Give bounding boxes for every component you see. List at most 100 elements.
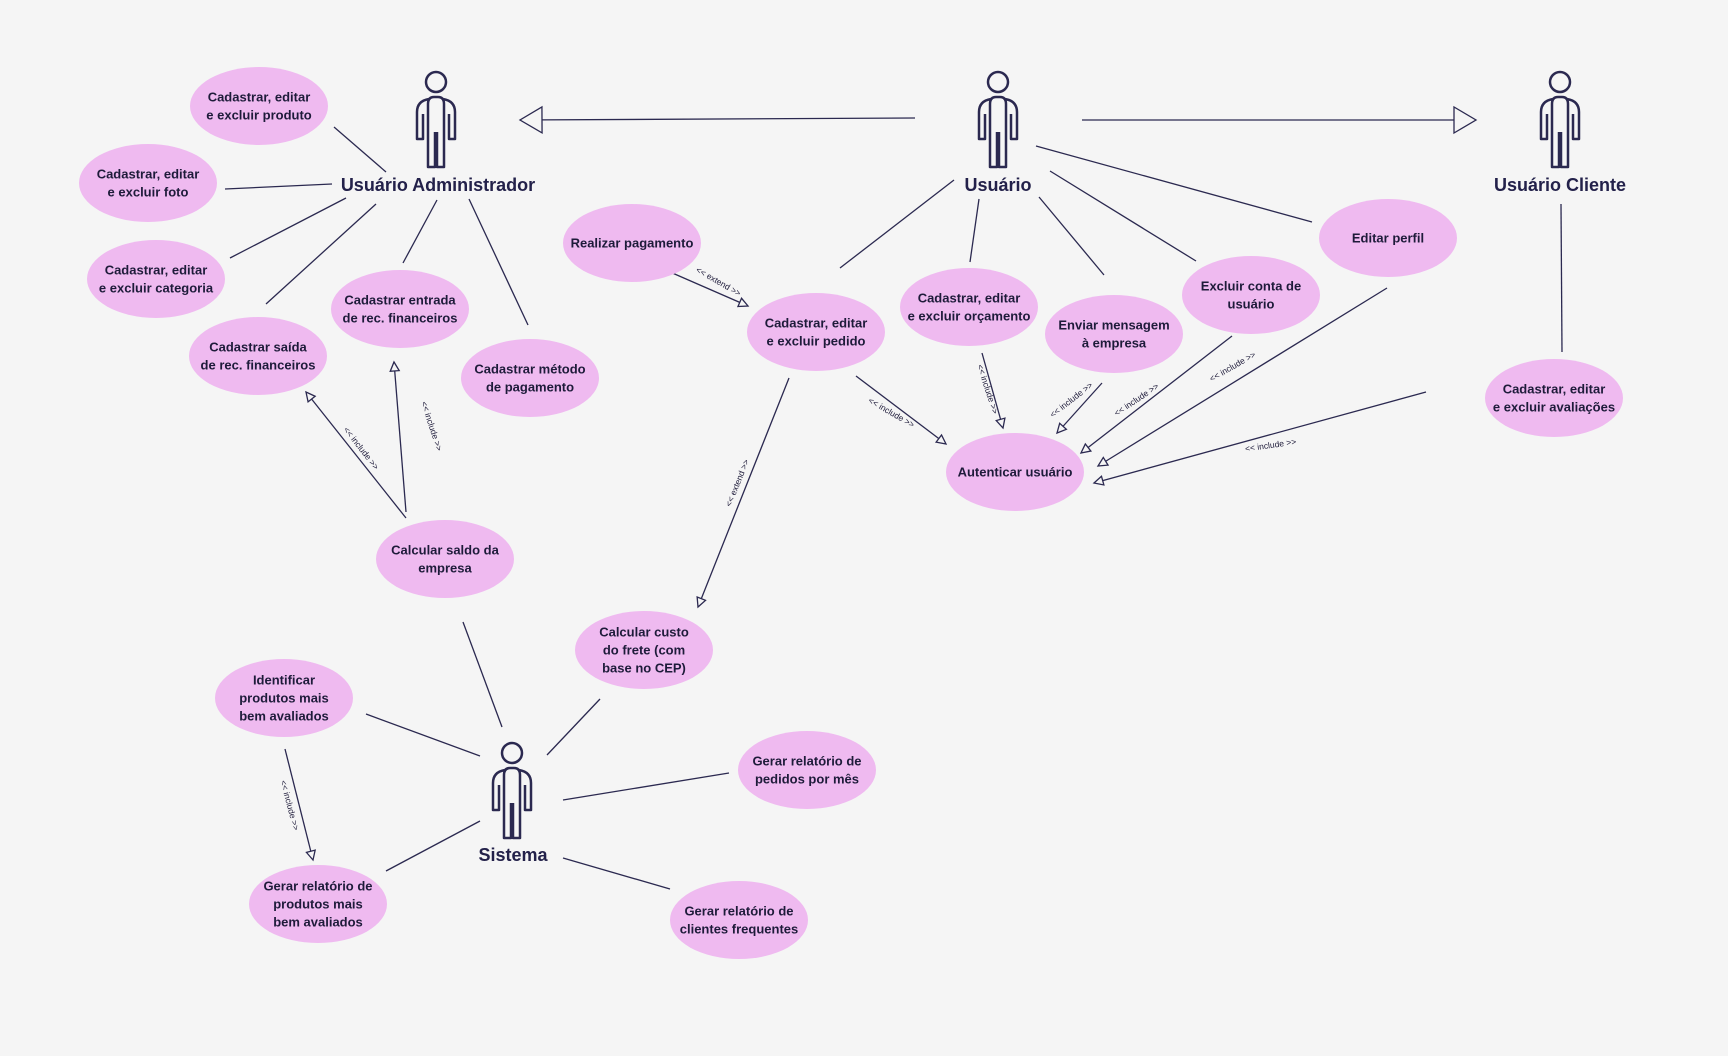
association-line (468, 198, 529, 326)
use-case-categoria[interactable]: Cadastrar, editar e excluir categoria (87, 240, 225, 318)
use-case-label: Enviar mensagem (1058, 318, 1169, 333)
use-case-ellipse (575, 611, 713, 689)
association-line (1049, 170, 1197, 262)
actor-admin[interactable]: Usuário Administrador (341, 70, 535, 195)
use-case-label: à empresa (1082, 336, 1147, 351)
use-case-label: Identificar (253, 673, 315, 688)
association-line (365, 713, 481, 757)
use-case-label: e excluir produto (206, 108, 312, 123)
use-case-perfil[interactable]: Editar perfil (1319, 199, 1457, 277)
use-case-label: produtos mais (273, 897, 363, 912)
association-line (1035, 145, 1313, 223)
use-case-pagamento[interactable]: Realizar pagamento (563, 204, 701, 282)
use-case-ellipse (1045, 295, 1183, 373)
include-label: << include >> (342, 425, 382, 472)
include-label: << include >> (975, 363, 1000, 415)
arrowhead-icon (1079, 442, 1093, 454)
dependency-line (1056, 382, 1103, 434)
association-line (265, 203, 377, 305)
association-line (562, 772, 730, 801)
use-case-relprodutos[interactable]: Gerar relatório de produtos mais bem avali… (249, 865, 387, 943)
actor-system[interactable]: Sistema (478, 741, 549, 865)
use-case-ellipse (461, 339, 599, 417)
association-line (1038, 196, 1105, 276)
use-case-label: base no CEP) (602, 661, 686, 676)
use-case-label: de pagamento (486, 380, 574, 395)
use-case-label: Cadastrar, editar (105, 263, 208, 278)
person-icon (977, 70, 1019, 169)
use-case-label: Cadastrar, editar (208, 90, 311, 105)
dependency-line (1097, 287, 1388, 467)
dependency-line (305, 391, 407, 519)
arrowhead-icon (934, 433, 948, 445)
use-case-ellipse (1485, 359, 1623, 437)
use-case-label: Gerar relatório de (752, 754, 861, 769)
use-case-label: de rec. financeiros (343, 311, 458, 326)
use-case-label: Cadastrar saída (209, 340, 307, 355)
use-case-label: de rec. financeiros (201, 358, 316, 373)
use-case-ellipse (189, 317, 327, 395)
use-case-ellipse (215, 659, 353, 737)
use-case-mensagem[interactable]: Enviar mensagem à empresa (1045, 295, 1183, 373)
use-case-metodo[interactable]: Cadastrar método de pagamento (461, 339, 599, 417)
actors: Usuário Administrador Usuário Usuário Clie… (341, 70, 1626, 865)
use-case-label: do frete (com (603, 643, 685, 658)
use-case-ellipse (738, 731, 876, 809)
use-case-label: produtos mais (239, 691, 329, 706)
use-case-excluir[interactable]: Excluir conta de usuário (1182, 256, 1320, 334)
use-case-label: Cadastrar entrada (344, 293, 456, 308)
use-case-produto[interactable]: Cadastrar, editar e excluir produto (190, 67, 328, 145)
use-case-label: Cadastrar método (474, 362, 585, 377)
person-icon (415, 70, 457, 169)
use-case-label: Calcular custo (599, 625, 689, 640)
actor-user[interactable]: Usuário (964, 70, 1032, 195)
use-case-label: e excluir categoria (99, 281, 214, 296)
arrowhead-icon (305, 390, 317, 404)
use-case-entrada[interactable]: Cadastrar entrada de rec. financeiros (331, 270, 469, 348)
arrowhead-icon (389, 360, 401, 373)
association-line (839, 179, 955, 269)
use-case-label: e excluir orçamento (908, 309, 1031, 324)
include-label: << include >> (867, 395, 917, 429)
use-case-autenticar[interactable]: Autenticar usuário (946, 433, 1084, 511)
association-line (402, 199, 438, 264)
arrowhead-icon (1096, 456, 1110, 467)
association-lines (224, 105, 1563, 890)
include-label: << include >> (278, 779, 301, 831)
use-case-label: Realizar pagamento (571, 236, 694, 251)
use-case-label: empresa (418, 561, 472, 576)
use-case-label: Gerar relatório de (263, 879, 372, 894)
use-case-label: Editar perfil (1352, 231, 1424, 246)
use-case-saida[interactable]: Cadastrar saída de rec. financeiros (189, 317, 327, 395)
use-case-ellipse (190, 67, 328, 145)
use-case-ellipse (900, 268, 1038, 346)
use-case-label: e excluir pedido (767, 334, 866, 349)
use-case-frete[interactable]: Calcular custo do frete (com base no CEP) (575, 611, 713, 689)
arrowhead-icon (305, 849, 317, 862)
use-case-label: Autenticar usuário (958, 465, 1073, 480)
arrowhead-icon (1056, 422, 1068, 435)
use-case-identificar[interactable]: Identificar produtos mais bem avaliados (215, 659, 353, 737)
actor-client[interactable]: Usuário Cliente (1494, 70, 1626, 195)
use-case-label: bem avaliados (273, 915, 363, 930)
dependency-line (393, 361, 407, 513)
include-label: << include >> (419, 400, 444, 452)
use-case-label: bem avaliados (239, 709, 329, 724)
arrowhead-icon (995, 417, 1006, 430)
association-line (333, 126, 387, 173)
use-case-label: Gerar relatório de (684, 904, 793, 919)
actor-label: Usuário (964, 175, 1031, 195)
use-case-label: Excluir conta de (1201, 279, 1301, 294)
use-case-label: usuário (1228, 297, 1275, 312)
dependency-line (855, 375, 947, 445)
actor-label: Usuário Administrador (341, 175, 535, 195)
actor-label: Usuário Cliente (1494, 175, 1626, 195)
